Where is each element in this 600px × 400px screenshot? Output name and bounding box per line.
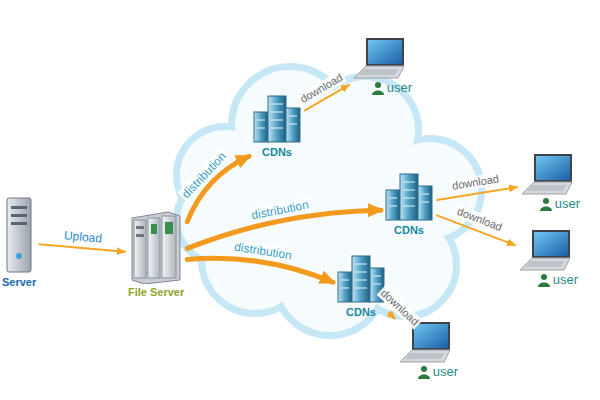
user-node: user [352, 36, 412, 96]
download-label: download [449, 172, 502, 193]
cdn-node: CDNs [384, 172, 434, 237]
user-node: user [398, 320, 458, 380]
cdn-node: CDNs [336, 254, 386, 319]
person-icon [537, 273, 551, 287]
user-label-row: user [537, 272, 578, 288]
distribution-label: distribution [231, 239, 295, 263]
upload-label: Upload [62, 228, 105, 246]
user-node: user [518, 228, 578, 288]
distribution-label: distribution [177, 148, 230, 203]
user-label-row: user [417, 364, 458, 380]
person-icon [371, 81, 385, 95]
user-label: user [553, 272, 578, 288]
download-label: download [454, 205, 506, 236]
user-label: user [555, 196, 580, 212]
node-label: CDNs [262, 146, 292, 159]
user-label-row: user [371, 80, 412, 96]
upload-arrow [39, 244, 125, 252]
person-icon [417, 365, 431, 379]
user-icon [398, 320, 458, 364]
distribution-label: distribution [248, 197, 312, 223]
user-icon [520, 152, 580, 196]
user-icon [352, 36, 412, 80]
download-label: download [376, 286, 422, 331]
cdn-node: CDNs [252, 94, 302, 159]
node-label: CDNs [394, 224, 424, 237]
cdn-icon [252, 94, 302, 144]
server-node: File Server [128, 210, 184, 299]
node-label: CDNs [346, 306, 376, 319]
user-node: user [520, 152, 580, 212]
node-label: Server [2, 276, 36, 289]
server-node: Server [2, 196, 36, 289]
download-arrow [437, 187, 517, 200]
user-label: user [433, 364, 458, 380]
cdn-icon [384, 172, 434, 222]
node-label: File Server [128, 286, 184, 299]
user-label: user [387, 80, 412, 96]
person-icon [539, 197, 553, 211]
user-label-row: user [539, 196, 580, 212]
user-icon [518, 228, 578, 272]
server-icon [5, 196, 33, 274]
download-label: download [296, 70, 347, 107]
file-icon [128, 210, 184, 284]
distribution-arrow [187, 258, 333, 282]
download-arrow [389, 313, 395, 319]
